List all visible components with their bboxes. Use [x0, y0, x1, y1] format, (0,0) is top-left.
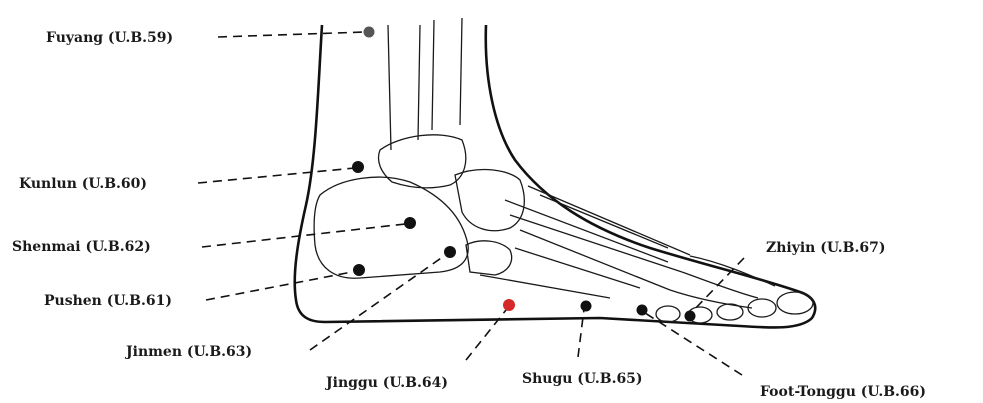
- label-shenmai: Shenmai (U.B.62): [12, 239, 151, 255]
- label-jinmen: Jinmen (U.B.63): [124, 344, 252, 360]
- foot-outline: [295, 25, 815, 328]
- point-jinmen: [444, 246, 456, 258]
- label-jinggu: Jinggu (U.B.64): [324, 375, 448, 391]
- foot-bones: [314, 18, 813, 323]
- label-zhiyin: Zhiyin (U.B.67): [766, 240, 885, 256]
- point-pushen: [353, 264, 365, 276]
- point-zhiyin: [685, 311, 696, 322]
- leader-pushen: [206, 272, 352, 300]
- leader-shenmai: [202, 224, 405, 247]
- point-shugu: [581, 301, 592, 312]
- leader-shugu: [578, 309, 584, 357]
- label-shugu: Shugu (U.B.65): [522, 371, 643, 387]
- leader-jinmen: [310, 256, 444, 350]
- label-fuyang: Fuyang (U.B.59): [46, 30, 173, 46]
- point-shenmai: [404, 217, 416, 229]
- leader-jinggu: [466, 310, 506, 360]
- label-kunlun: Kunlun (U.B.60): [19, 176, 147, 192]
- point-kunlun: [352, 161, 364, 173]
- point-jinggu: [503, 299, 515, 311]
- point-fuyang: [364, 27, 375, 38]
- points: [352, 27, 696, 322]
- point-tonggu: [637, 305, 648, 316]
- label-pushen: Pushen (U.B.61): [44, 293, 172, 309]
- leader-lines: [198, 32, 744, 375]
- point-labels: Fuyang (U.B.59) Kunlun (U.B.60) Shenmai …: [12, 30, 926, 400]
- label-tonggu: Foot-Tonggu (U.B.66): [760, 384, 926, 400]
- leader-fuyang: [218, 32, 365, 37]
- leader-kunlun: [198, 168, 355, 183]
